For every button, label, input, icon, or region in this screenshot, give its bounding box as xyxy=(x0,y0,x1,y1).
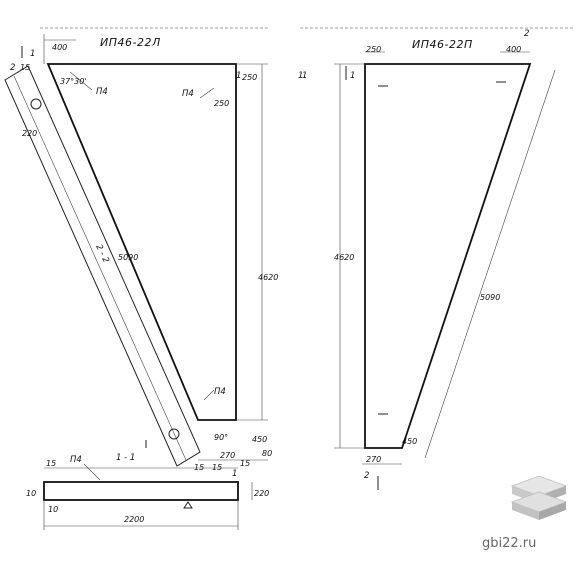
left-panel: ИП46-22Л 400 250 250 4620 5090 450 80 27… xyxy=(4,27,303,479)
section-bar xyxy=(43,481,239,501)
left-bar-width: 220 xyxy=(22,129,37,138)
left-diagonal: 5090 xyxy=(118,253,138,262)
site-watermark: gbi22.ru xyxy=(482,536,537,551)
right-top-width: 400 xyxy=(506,45,521,54)
left-p4-leader-a xyxy=(69,71,93,91)
section-bar-mark xyxy=(183,501,193,509)
right-top-left: 250 xyxy=(366,45,381,54)
section-bar-right-top: 15 xyxy=(240,459,250,468)
left-p4-leader-b xyxy=(199,87,215,99)
left-p4-c: П4 xyxy=(214,387,226,397)
left-strip-hole-bottom xyxy=(168,428,180,440)
right-bottom-width: 270 xyxy=(366,455,381,464)
left-section-1-mark: 1 xyxy=(298,71,303,81)
section-bar-left-end: 10 xyxy=(48,505,58,514)
left-right-offset: 250 xyxy=(214,99,229,108)
right-section-2b: 2 xyxy=(364,471,369,481)
right-height: 4620 xyxy=(334,253,354,262)
left-p4-leader-c xyxy=(203,389,215,401)
left-p4-b: П4 xyxy=(182,89,194,99)
right-panel: ИП46-22П 250 400 4620 5090 450 270 1 1 2… xyxy=(300,27,575,490)
left-bottom-small: 80 xyxy=(262,449,272,458)
left-bottom-width: 270 xyxy=(220,451,235,460)
left-section-2: 2 xyxy=(10,63,15,73)
section-bar-left-height: 10 xyxy=(26,489,36,498)
left-panel-outline xyxy=(46,63,237,421)
left-height: 4620 xyxy=(258,273,278,282)
left-section-1b: 1 xyxy=(236,71,241,81)
right-diagonal-dim xyxy=(424,69,556,459)
left-bar-end-2: 15 xyxy=(212,463,222,472)
left-panel-title: ИП46-22Л xyxy=(100,36,161,49)
left-bar-end: 15 xyxy=(194,463,204,472)
left-section-11: 1 - 1 xyxy=(116,453,135,463)
left-strip-hole-top xyxy=(30,98,42,110)
section-bar-view: 2200 220 10 10 15 15 П4 xyxy=(26,455,269,530)
left-bar-small: 15 xyxy=(20,63,30,72)
section-bar-left-top: 15 xyxy=(46,459,56,468)
left-one: 1 xyxy=(232,469,237,479)
left-top-right: 250 xyxy=(242,73,257,82)
left-section-strip xyxy=(4,65,201,467)
right-diagonal: 5090 xyxy=(480,293,500,302)
section-bar-height: 220 xyxy=(254,489,269,498)
right-section-1a: 1 xyxy=(302,71,307,81)
logo-stack-icon xyxy=(510,475,568,520)
left-top-width: 400 xyxy=(52,43,67,52)
left-bottom-offset: 450 xyxy=(252,435,267,444)
section-bar-length: 2200 xyxy=(124,515,144,524)
left-angle: 90° xyxy=(214,433,228,442)
section-bar-p4: П4 xyxy=(70,455,82,465)
right-panel-title: ИП46-22П xyxy=(412,38,473,51)
section-bar-p4-leader xyxy=(83,463,101,481)
right-section-1b: 1 xyxy=(350,71,355,81)
left-p4-a: П4 xyxy=(96,87,108,97)
right-bottom-offset: 450 xyxy=(402,437,417,446)
right-panel-outline xyxy=(364,63,532,449)
left-corner-angle: 37°30' xyxy=(60,77,87,86)
right-section-2a: 2 xyxy=(524,29,529,39)
left-section-1: 1 xyxy=(30,49,35,59)
left-section-strip-inner xyxy=(13,75,187,461)
site-logo xyxy=(510,475,568,520)
